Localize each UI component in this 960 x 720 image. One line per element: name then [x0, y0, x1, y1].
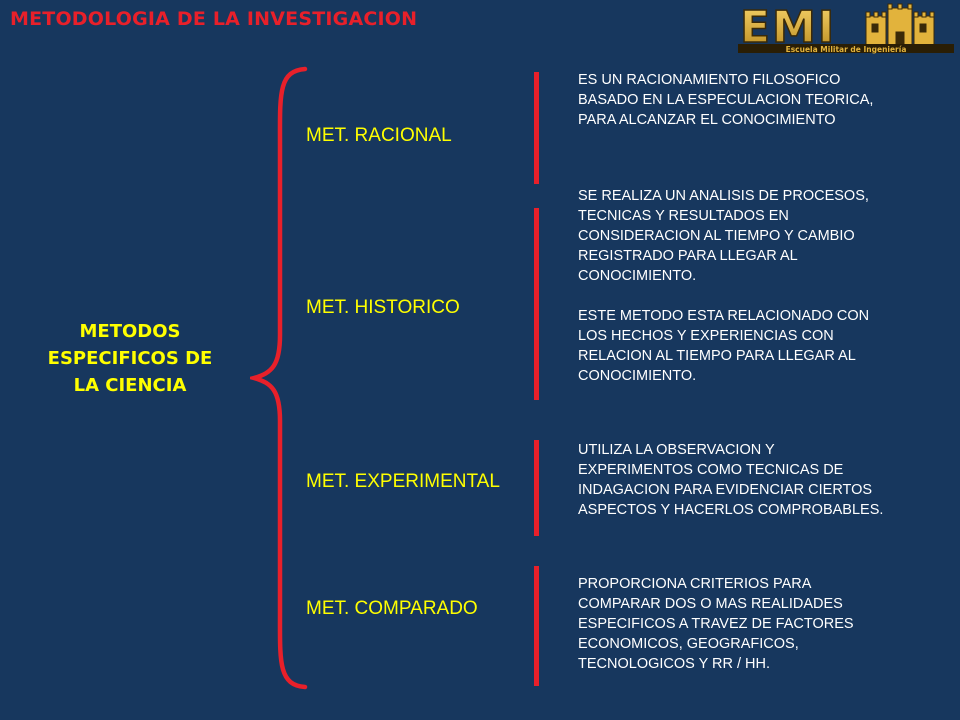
method-racional: MET. RACIONAL: [306, 125, 452, 146]
main-topic: METODOS ESPECIFICOS DE LA CIENCIA: [20, 318, 240, 399]
method-comparado: MET. COMPARADO: [306, 598, 478, 619]
description-line: ESTE METODO ESTA RELACIONADO CON: [578, 308, 870, 324]
method-historico: MET. HISTORICO: [306, 297, 460, 318]
description-line: EXPERIMENTOS COMO TECNICAS DE: [578, 462, 844, 478]
description-racional: ES UN RACIONAMIENTO FILOSOFICO BASADO EN…: [578, 70, 953, 130]
separator-bar: [534, 208, 539, 400]
description-line: PROPORCIONA CRITERIOS PARA: [578, 576, 812, 592]
emi-logo: EMI Escuela Militar de Ingeniería: [738, 1, 956, 54]
separator-bar: [534, 440, 539, 536]
description-line: LOS HECHOS Y EXPERIENCIAS CON: [578, 328, 834, 344]
description-line: BASADO EN LA ESPECULACION TEORICA,: [578, 92, 874, 108]
curly-brace: [250, 66, 308, 690]
description-experimental: UTILIZA LA OBSERVACION Y EXPERIMENTOS CO…: [578, 440, 953, 520]
logo-subtitle: Escuela Militar de Ingeniería: [786, 45, 907, 54]
description-historico-2: ESTE METODO ESTA RELACIONADO CON LOS HEC…: [578, 306, 953, 386]
description-line: ESPECIFICOS A TRAVEZ DE FACTORES: [578, 616, 854, 632]
description-line: TECNICAS Y RESULTADOS EN: [578, 208, 789, 224]
separator-bar: [534, 72, 539, 184]
main-topic-line: METODOS: [79, 321, 181, 342]
main-topic-line: ESPECIFICOS DE: [47, 348, 213, 369]
main-topic-line: LA CIENCIA: [73, 375, 187, 396]
description-line: REGISTRADO PARA LLEGAR AL: [578, 248, 798, 264]
description-line: INDAGACION PARA EVIDENCIAR CIERTOS: [578, 482, 873, 498]
description-line: ASPECTOS Y HACERLOS COMPROBABLES.: [578, 502, 884, 518]
description-historico-1: SE REALIZA UN ANALISIS DE PROCESOS, TECN…: [578, 186, 953, 286]
description-line: CONOCIMIENTO.: [578, 368, 697, 384]
description-line: CONOCIMIENTO.: [578, 268, 697, 284]
description-line: RELACION AL TIEMPO PARA LLEGAR AL: [578, 348, 856, 364]
description-line: SE REALIZA UN ANALISIS DE PROCESOS,: [578, 188, 869, 204]
description-line: PARA ALCANZAR EL CONOCIMIENTO: [578, 112, 836, 128]
page-title: METODOLOGIA DE LA INVESTIGACION: [10, 8, 418, 30]
separator-bar: [534, 566, 539, 686]
description-line: CONSIDERACION AL TIEMPO Y CAMBIO: [578, 228, 855, 244]
description-line: ES UN RACIONAMIENTO FILOSOFICO: [578, 72, 841, 88]
method-experimental: MET. EXPERIMENTAL: [306, 471, 500, 492]
description-line: COMPARAR DOS O MAS REALIDADES: [578, 596, 843, 612]
description-line: TECNOLOGICOS Y RR / HH.: [578, 656, 771, 672]
description-line: UTILIZA LA OBSERVACION Y: [578, 442, 775, 458]
description-line: ECONOMICOS, GEOGRAFICOS,: [578, 636, 799, 652]
description-comparado: PROPORCIONA CRITERIOS PARA COMPARAR DOS …: [578, 574, 953, 674]
castle-icon: [865, 3, 935, 47]
